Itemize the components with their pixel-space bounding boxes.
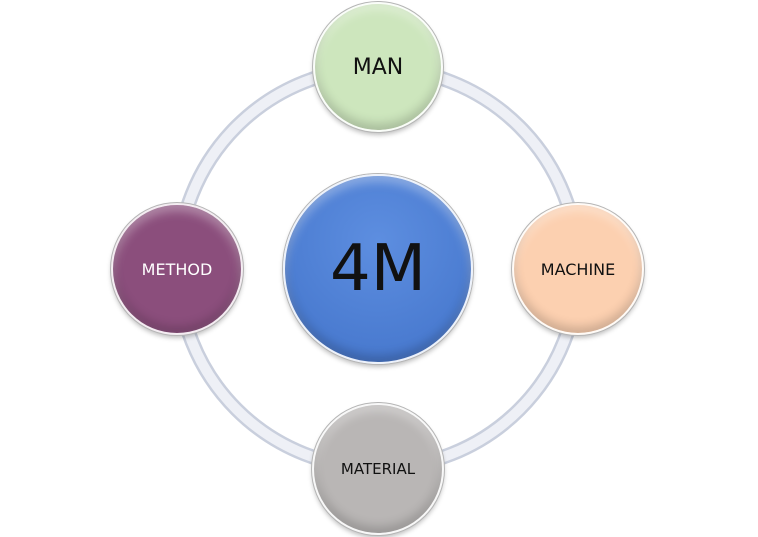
node-material: MATERIAL — [312, 403, 444, 535]
node-machine: MACHINE — [512, 203, 644, 335]
node-label-machine: MACHINE — [540, 259, 616, 279]
node-label-man: MAN — [352, 54, 404, 80]
center-label: 4M — [330, 232, 426, 306]
center-node-4m: 4M — [283, 174, 473, 364]
node-label-material: MATERIAL — [340, 460, 416, 478]
node-method: METHOD — [111, 203, 243, 335]
node-label-method: METHOD — [141, 259, 213, 279]
node-man: MAN — [313, 2, 443, 132]
